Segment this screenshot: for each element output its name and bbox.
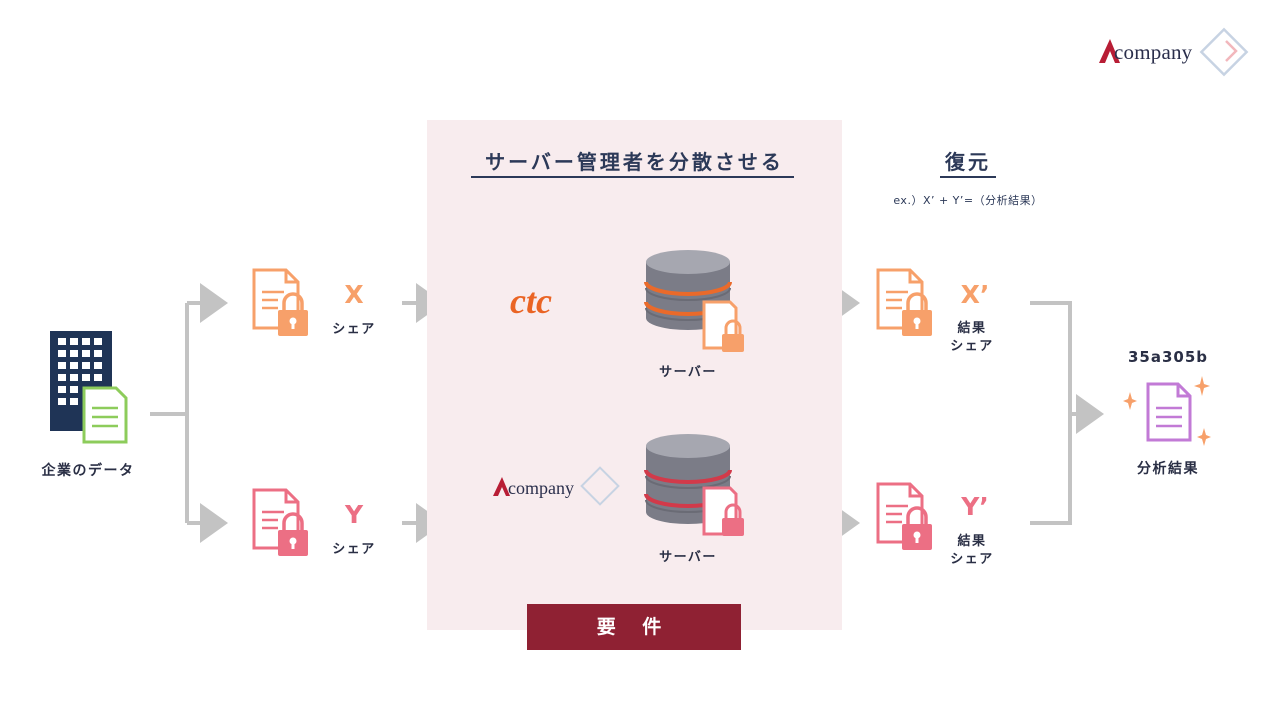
database-server-icon (644, 250, 744, 352)
ctc-logo: ctc (510, 281, 552, 321)
result-y-label-2: シェア (950, 552, 994, 567)
restore-title: 復元 (945, 150, 991, 174)
building-with-document-icon (50, 331, 128, 444)
locked-document-icon (876, 268, 932, 336)
share-y-label: シェア (332, 542, 376, 557)
acompany-small-wordmark: company (508, 478, 574, 498)
server-2-label: サーバー (659, 550, 717, 565)
result-x-label-1: 結果 (957, 321, 987, 336)
server-1-label: サーバー (659, 365, 717, 380)
brand-wordmark: company (1114, 40, 1193, 64)
restore-underline (940, 176, 996, 178)
source-label: 企業のデータ (41, 463, 135, 479)
locked-document-icon (876, 482, 932, 550)
result-id: 35a305b (1127, 348, 1209, 366)
share-x-letter: X (344, 280, 364, 309)
share-y-letter: Y (344, 500, 364, 529)
split-connector (150, 303, 189, 523)
acompany-small-mark (493, 466, 620, 506)
panel-title: サーバー管理者を分散させる (485, 150, 784, 174)
requirement-label: 要 件 (527, 604, 741, 650)
acompany-logo-small: company (492, 466, 624, 510)
result-x-letter: X’ (960, 280, 990, 309)
server-admin-panel (427, 120, 842, 630)
result-y-letter: Y’ (961, 492, 989, 521)
database-server-icon (644, 434, 744, 536)
locked-document-icon (252, 488, 308, 556)
result-x-label-2: シェア (950, 339, 994, 354)
sparkle-document-icon (1123, 376, 1211, 446)
restore-example: ex.）X’ + Y’=（分析結果） (893, 194, 1043, 207)
locked-document-icon (252, 268, 308, 336)
share-x-label: シェア (332, 322, 376, 337)
result-y-label-1: 結果 (957, 534, 987, 549)
acompany-logo: company (1096, 22, 1256, 82)
merge-connector (1030, 301, 1100, 525)
result-label: 分析結果 (1137, 461, 1199, 477)
acompany-logo-mark (1099, 27, 1249, 77)
panel-title-underline (471, 176, 794, 178)
